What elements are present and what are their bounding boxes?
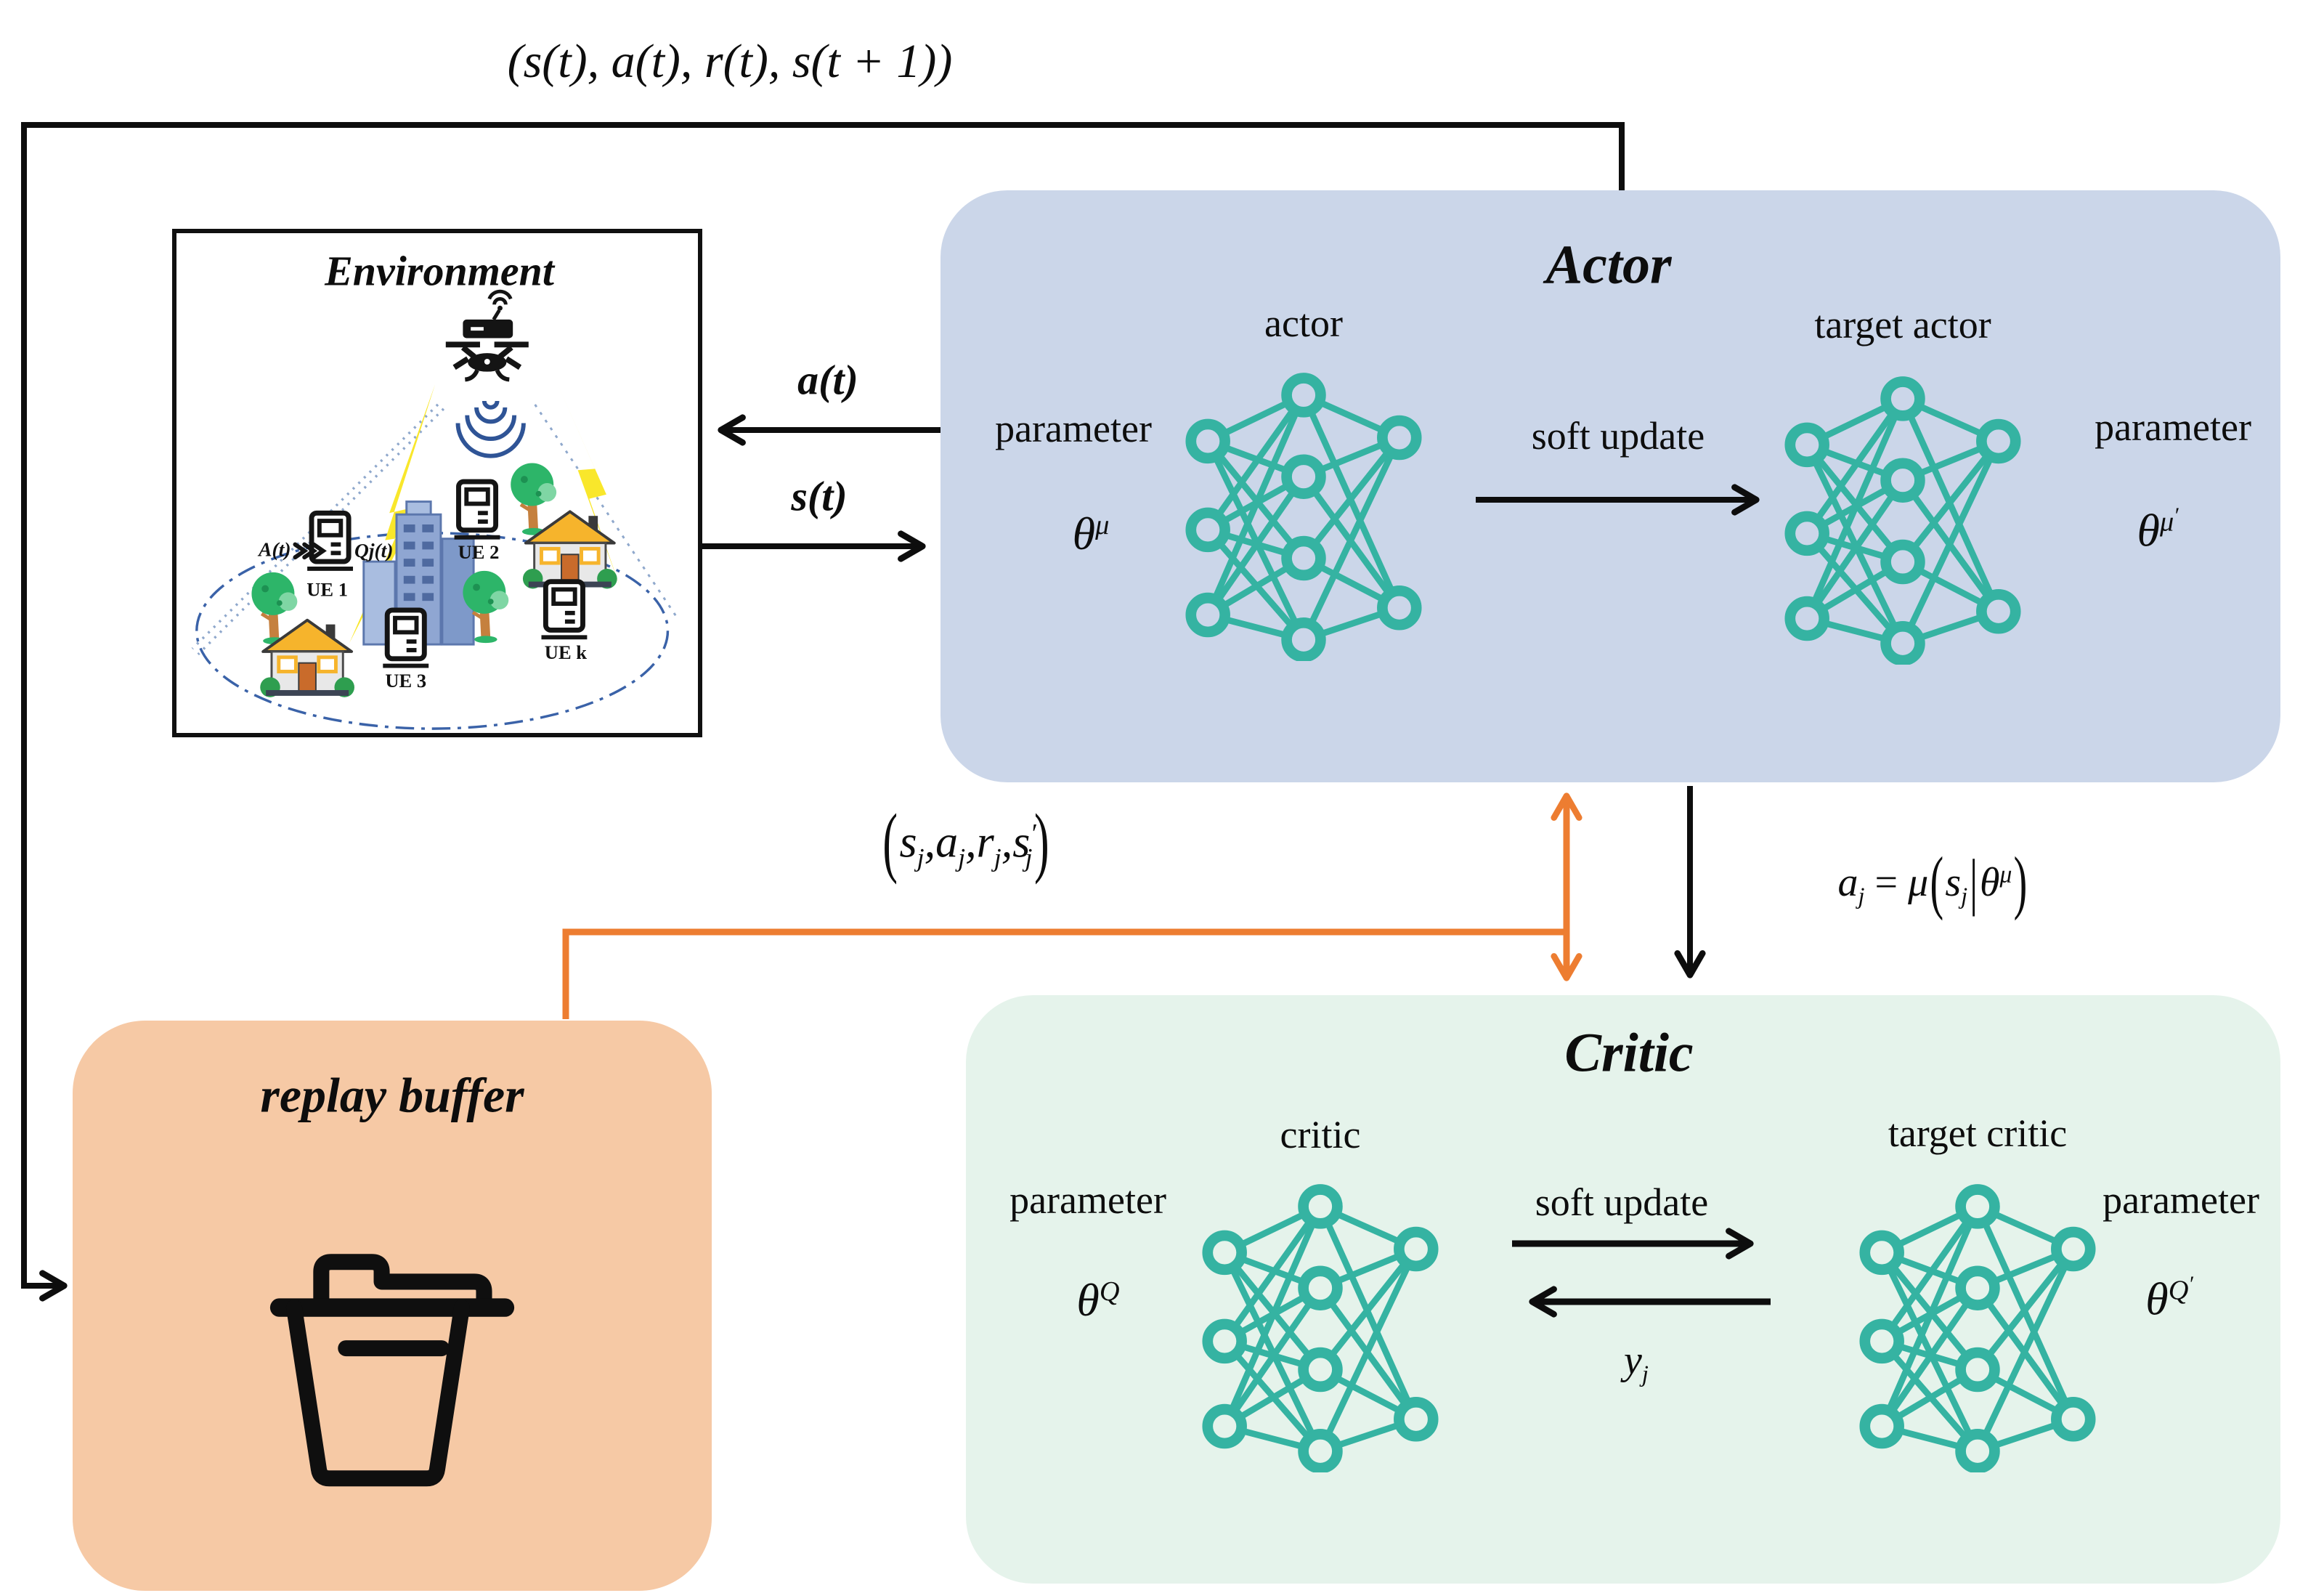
- replay-buffer-title: replay buffer: [260, 1067, 524, 1123]
- lightning-icon: [556, 381, 621, 589]
- actor-parameter-value: θμ: [1072, 508, 1110, 559]
- tree-icon: [463, 570, 509, 644]
- actor-box: [940, 190, 2280, 782]
- tree-icon: [251, 572, 298, 645]
- lightning-icon: [349, 384, 436, 644]
- ue-device-icon: [307, 510, 354, 571]
- arrival-rate-label: A(t): [257, 538, 290, 560]
- environment-title: Environment: [325, 247, 554, 295]
- action-formula-label: aj = μ(sj|θμ): [1837, 843, 2028, 923]
- target-critic-network-icon: [1843, 1175, 2112, 1472]
- ue-device-icon: [383, 607, 429, 668]
- folder-icon: [269, 1254, 515, 1487]
- environment-box: Environment: [172, 229, 702, 737]
- actor-parameter-label: parameter: [995, 407, 1152, 450]
- ue-label: UE 1: [306, 578, 348, 600]
- critic-parameter-label: parameter: [1009, 1178, 1166, 1222]
- target-actor-parameter-value: θμ′: [2137, 503, 2180, 556]
- queue-label: Qj(t): [354, 539, 394, 562]
- arrival-chevrons-icon: [293, 542, 327, 560]
- uav-icon: [445, 289, 529, 382]
- target-actor-network-icon: [1768, 367, 2037, 665]
- ue-label: UE k: [545, 641, 587, 663]
- experience-tuple-label: (s(t), a(t), r(t), s(t + 1)): [507, 35, 953, 88]
- house-icon: [260, 618, 354, 697]
- target-critic-parameter-label: parameter: [2102, 1178, 2259, 1222]
- target-actor-label: target actor: [1814, 303, 1991, 346]
- actor-network-label: actor: [1264, 301, 1343, 345]
- actor-soft-update-label: soft update: [1531, 414, 1705, 458]
- minibatch-sample-line: [562, 928, 1567, 1019]
- tree-icon: [511, 463, 557, 535]
- critic-network-label: critic: [1280, 1113, 1361, 1156]
- ue-device-icon: [541, 579, 588, 640]
- critic-network-icon: [1186, 1175, 1455, 1472]
- signal-arcs-icon: [455, 400, 526, 458]
- target-critic-label: target critic: [1888, 1111, 2068, 1155]
- critic-parameter-value: θQ: [1076, 1274, 1120, 1326]
- actor-title: Actor: [1545, 234, 1672, 296]
- target-actor-parameter-label: parameter: [2095, 405, 2251, 449]
- target-critic-parameter-value: θQ′: [2145, 1271, 2195, 1325]
- action-signal-label: a(t): [797, 356, 858, 404]
- ue-label: UE 3: [385, 670, 426, 692]
- ue-device-icon: [454, 479, 500, 540]
- critic-title: Critic: [1564, 1022, 1694, 1084]
- target-value-label: yj: [1624, 1337, 1649, 1388]
- ue-label: UE 2: [458, 541, 500, 563]
- environment-scene: A(t) Qj(t) UE 1 UE 2 UE 3 UE k: [191, 289, 678, 730]
- state-signal-label: s(t): [791, 472, 848, 520]
- critic-soft-update-label: soft update: [1535, 1180, 1709, 1224]
- sample-tuple-label: (sj,aj,rj,s′j): [882, 798, 1049, 885]
- experience-feedback-line: [21, 122, 1625, 1302]
- actor-network-icon: [1169, 363, 1438, 661]
- critic-box: [966, 995, 2280, 1584]
